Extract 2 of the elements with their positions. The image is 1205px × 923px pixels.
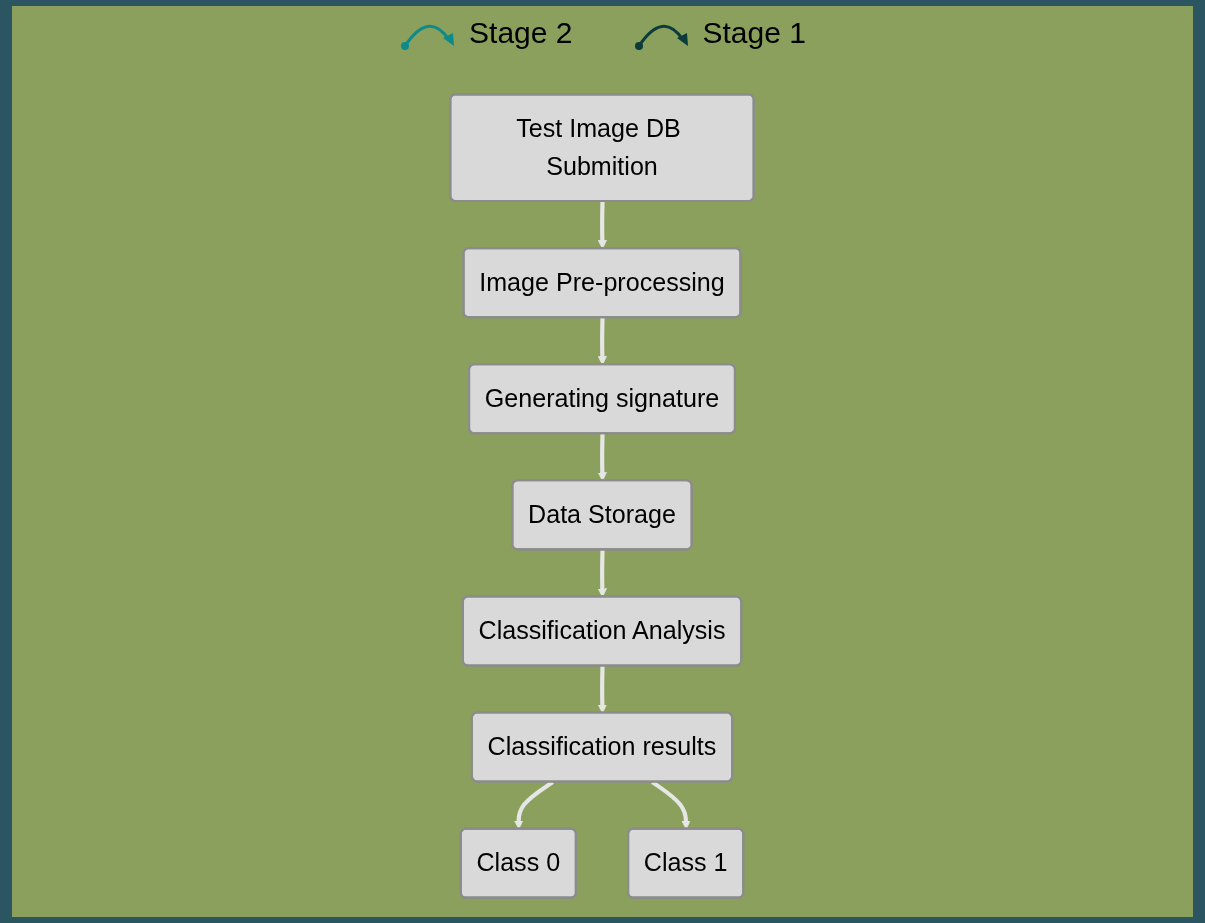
stage-label: Stage 1 bbox=[702, 16, 806, 50]
stage-label: Stage 2 bbox=[469, 16, 573, 50]
